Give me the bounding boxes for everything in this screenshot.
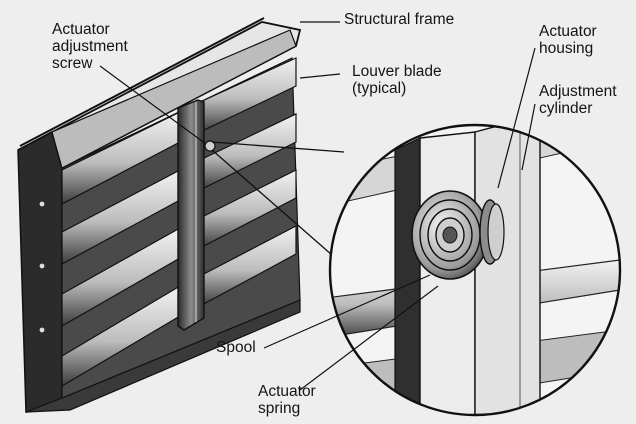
spool-spring-assembly bbox=[411, 190, 489, 280]
louver-assembly bbox=[17, 17, 345, 413]
frame-left-side bbox=[17, 130, 63, 413]
label-structural-frame: Structural frame bbox=[344, 11, 454, 28]
magnifier-connector bbox=[211, 141, 345, 153]
label-louver-blade: Louver blade (typical) bbox=[352, 63, 446, 97]
leader-lines bbox=[99, 21, 536, 391]
actuator-adjustment-screw-small bbox=[204, 140, 216, 152]
magnifier-circle bbox=[328, 123, 622, 417]
structural-frame-rail-edge bbox=[19, 17, 265, 147]
structural-frame-rail-front bbox=[51, 29, 297, 169]
label-spool: Spool bbox=[216, 339, 256, 356]
adjustment-cylinder bbox=[479, 199, 505, 265]
detail-post bbox=[394, 137, 421, 415]
detail-actuator-housing bbox=[474, 125, 541, 415]
center-post bbox=[177, 99, 205, 331]
frame-rivet bbox=[39, 263, 45, 269]
label-adjustment-cylinder: Adjustment cylinder bbox=[539, 83, 621, 117]
magnified-detail bbox=[328, 123, 622, 417]
frame-rivet bbox=[39, 201, 45, 207]
label-actuator-housing: Actuator housing bbox=[539, 23, 601, 57]
magnifier-connector bbox=[211, 149, 341, 263]
frame-rivet bbox=[39, 327, 45, 333]
label-actuator-spring: Actuator spring bbox=[258, 383, 320, 417]
frame-bottom bbox=[25, 299, 301, 413]
label-actuator-adjustment-screw: Actuator adjustment screw bbox=[52, 21, 132, 72]
